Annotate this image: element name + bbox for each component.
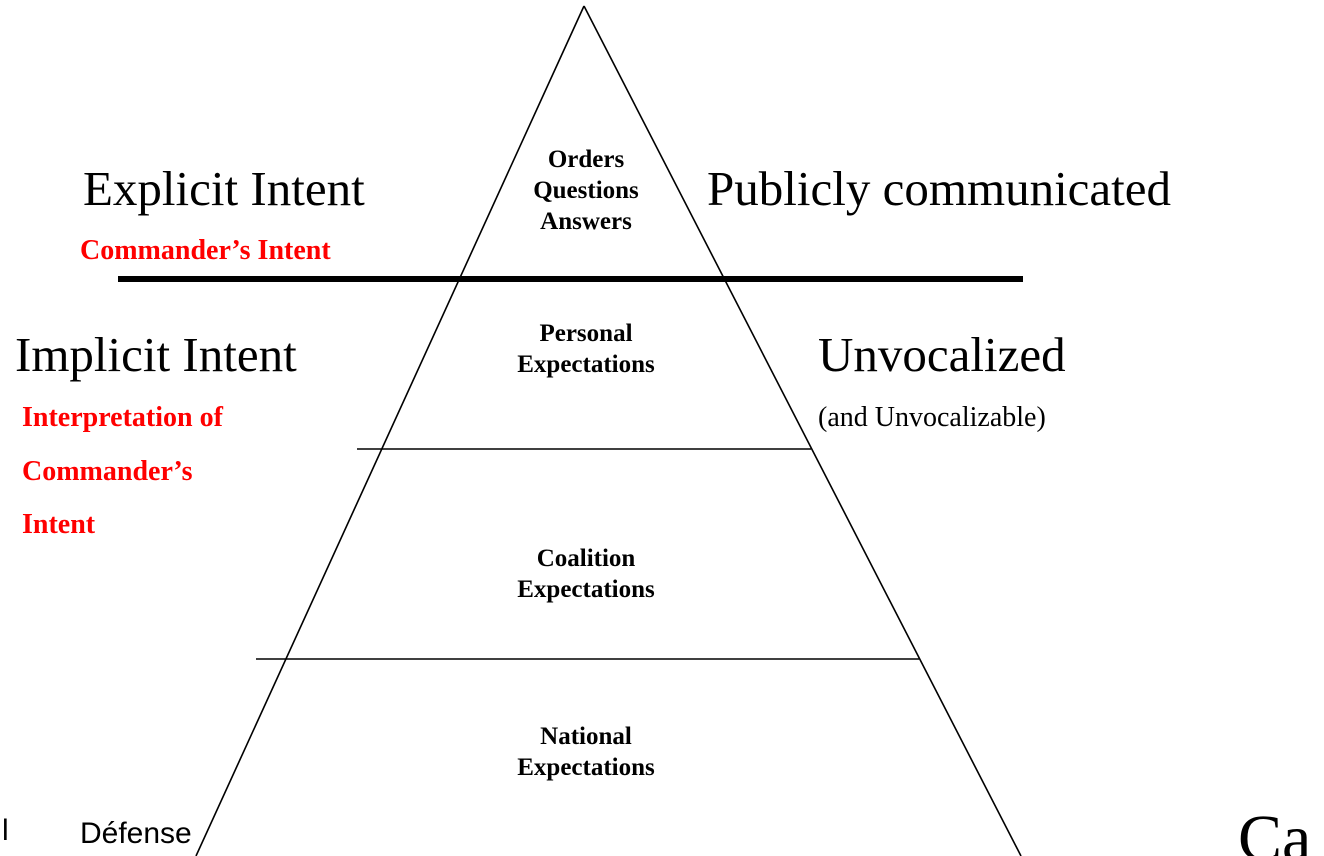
tier-2-line-2: Expectations [517, 351, 655, 378]
interpretation-line-3: Intent [22, 509, 96, 540]
tier-4-line-1: National [540, 723, 632, 750]
tier-personal-expectations: Personal Expectations [517, 318, 655, 380]
unvocalized-label: Unvocalized [818, 327, 1066, 382]
tier-3-line-1: Coalition [536, 545, 636, 572]
commanders-intent-label: Commander’s Intent [80, 235, 331, 266]
tier-2-line-1: Personal [539, 320, 633, 347]
footer-defense-text: Défense [80, 817, 192, 850]
tier-1-line-2: Questions [533, 177, 639, 204]
tier-coalition-expectations: Coalition Expectations [517, 543, 655, 605]
tier-1-line-1: Orders [547, 146, 625, 173]
tier-3-line-2: Expectations [517, 576, 655, 603]
tier-national-expectations: National Expectations [517, 721, 655, 783]
unvocalizable-label: (and Unvocalizable) [818, 402, 1046, 433]
tier-1-line-3: Answers [540, 208, 632, 235]
canada-wordmark-fragment: Ca [1238, 802, 1312, 856]
tier-4-line-2: Expectations [517, 754, 655, 781]
footer-left-edge-text: l [2, 814, 9, 847]
pyramid-left-edge [195, 5, 585, 856]
tier-orders-questions-answers: Orders Questions Answers [533, 144, 639, 237]
interpretation-line-1: Interpretation of [22, 402, 223, 433]
explicit-intent-label: Explicit Intent [83, 161, 365, 216]
implicit-intent-label: Implicit Intent [15, 327, 297, 382]
publicly-communicated-label: Publicly communicated [707, 161, 1172, 216]
interpretation-line-2: Commander’s [22, 456, 193, 487]
pyramid-right-edge [583, 5, 1022, 856]
